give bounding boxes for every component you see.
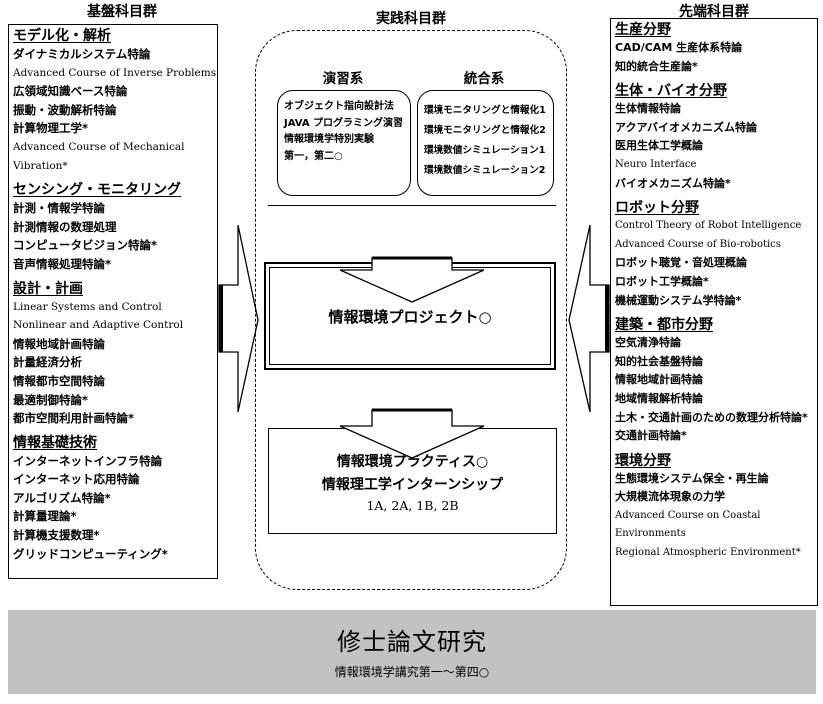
project-title: 情報環境プロジェクト○ [328, 308, 492, 326]
course-item: オブジェクト指向設計法 [284, 101, 394, 112]
course-item: インターネット応用特論 [13, 472, 140, 487]
course-item: 計測・情報学特論 [13, 201, 105, 216]
course-item: 環境モニタリングと情報化2 [424, 125, 546, 136]
course-item: 交通計画特論* [615, 429, 687, 443]
course-item: 情報都市空間特論 [13, 373, 105, 388]
course-item: バイオメカニズム特論* [615, 176, 731, 190]
course-group: モデル化・解析ダイナミカルシステム特論 Advanced Course of In… [13, 27, 217, 175]
course-item: 生態環境システム保全・再生論 [615, 471, 769, 485]
course-item: 医用生体工学概論 [615, 139, 703, 153]
thesis-bar: 修士論文研究 情報環境学講究第一～第四○ [8, 610, 816, 694]
center-column-title: 実践科目群 [376, 11, 446, 27]
course-group: 情報基礎技術インターネットインフラ特論インターネット応用特論アルゴリズム特論* 計… [13, 434, 217, 564]
course-item: 環境数値シミュレーション1 [424, 145, 546, 156]
course-group-title: 建築・都市分野 [615, 317, 713, 334]
course-item: ロボット聴覚・音処理概論 [615, 256, 747, 270]
practice-courses-frame [255, 30, 567, 590]
course-item: インターネットインフラ特論 [13, 453, 163, 468]
practice-upper-box [268, 36, 556, 206]
course-item: 地域情報解析特論 [615, 391, 703, 405]
integration-title: 統合系 [463, 71, 505, 87]
course-item: Linear Systems and Control [13, 300, 162, 313]
course-item: JAVA プログラミング演習 [284, 117, 404, 129]
course-item: 知的社会基盤特論 [615, 354, 703, 368]
course-item: 情報地域計画特論 [13, 336, 105, 351]
course-item: 計算物理工学* [13, 121, 89, 136]
course-item: 環境モニタリングと情報化1 [424, 105, 546, 116]
course-item: コンピュータビジョン特論* [13, 238, 158, 253]
course-group-title: モデル化・解析 [13, 28, 111, 44]
exercise-courses-box: オブジェクト指向設計法 JAVA プログラミング演習情報環境学特別実験第一，第二○ [277, 90, 411, 196]
course-item: 機械運動システム学特論* [615, 293, 742, 307]
course-item: 知的統合生産論* [615, 59, 698, 73]
course-item: アルゴリズム特論* [13, 490, 111, 505]
left-column-title: 基盤科目群 [87, 4, 157, 20]
course-item: 大規模流体現象の力学 [615, 490, 725, 504]
thesis-title: 修士論文研究 [337, 628, 487, 656]
course-item: 計測情報の数理処理 [13, 219, 117, 234]
course-group: 生産分野 CAD/CAM 生産体系特論知的統合生産論* [615, 21, 817, 76]
course-item: 空気清浄特論 [615, 336, 681, 350]
course-item: Advanced Course of Inverse Problems [13, 66, 217, 79]
thesis-subtitle: 情報環境学講究第一～第四○ [334, 665, 490, 679]
course-item: Regional Atmospheric Environment* [615, 547, 801, 559]
course-item: Control Theory of Robot Intelligence [615, 220, 802, 232]
exercise-title: 演習系 [322, 71, 364, 87]
course-item: 生体情報特論 [615, 102, 681, 116]
course-item: 情報地域計画特論 [615, 373, 703, 387]
course-item: 計算量理論* [13, 509, 77, 524]
course-item: 土木・交通計画のための数理分析特論* [615, 410, 808, 424]
course-item: ダイナミカルシステム特論 [13, 47, 151, 61]
course-group-title: 設計・計画 [13, 280, 83, 297]
practice-line-2: 情報理工学インターンシップ [321, 477, 504, 493]
course-group: 環境分野生態環境システム保全・再生論大規模流体現象の力学 Advanced Cou… [615, 452, 817, 563]
project-box: 情報環境プロジェクト○ [264, 262, 556, 370]
course-group-title: センシング・モニタリング [13, 182, 181, 199]
course-group: センシング・モニタリング計測・情報学特論計測情報の数理処理コンピュータビジョン特… [13, 181, 217, 273]
course-item: Neuro Interface [615, 158, 697, 170]
foundation-groups: モデル化・解析ダイナミカルシステム特論 Advanced Course of In… [13, 27, 217, 563]
right-column-title: 先端科目群 [679, 4, 749, 20]
course-item: 広領域知識ベース特論 [13, 84, 128, 99]
course-item: 振動・波動解析特論 [13, 102, 117, 117]
advanced-courses-box: 生産分野 CAD/CAM 生産体系特論知的統合生産論* 生体・バイオ分野生体情報特論… [610, 18, 818, 606]
course-item: 第一，第二○ [284, 150, 343, 162]
course-group-title: 生産分野 [615, 22, 671, 38]
course-group: 生体・バイオ分野生体情報特論アクアバイオメカニズム特論医用生体工学概論 Neuro… [615, 82, 817, 193]
integration-courses-box: 環境モニタリングと情報化1 環境モニタリングと情報化2 環境数値シミュレーション1 環… [417, 90, 554, 196]
course-group: 建築・都市分野空気清浄特論知的社会基盤特論情報地域計画特論地域情報解析特論土木・… [615, 316, 817, 446]
foundation-courses-box: モデル化・解析ダイナミカルシステム特論 Advanced Course of In… [8, 24, 218, 579]
advanced-groups: 生産分野 CAD/CAM 生産体系特論知的統合生産論* 生体・バイオ分野生体情報特論… [615, 21, 817, 563]
course-item: Advanced Course on Coastal Environments [615, 509, 761, 540]
course-item: Advanced Course of Bio-robotics [615, 238, 781, 250]
course-item: ロボット工学概論* [615, 274, 709, 288]
course-item: 都市空間利用計画特論* [13, 411, 135, 426]
course-item: Advanced Course of Mechanical Vibration* [13, 140, 185, 172]
course-item: CAD/CAM 生産体系特論 [615, 41, 743, 54]
course-item: 最適制御特論* [13, 392, 89, 407]
course-group-title: 環境分野 [615, 452, 671, 469]
course-item: 計量経済分析 [13, 355, 82, 370]
course-group-title: 情報基礎技術 [13, 434, 97, 451]
practice-line-1: 情報環境プラクティス○ [336, 454, 489, 470]
course-item: 計算機支援数理* [13, 528, 100, 543]
course-group-title: 生体・バイオ分野 [615, 83, 727, 100]
course-item: アクアバイオメカニズム特論 [615, 120, 758, 134]
integration-courses-list: 環境モニタリングと情報化1 環境モニタリングと情報化2 環境数値シミュレーション1 環… [424, 101, 547, 181]
course-item: 情報環境学特別実験 [284, 134, 374, 145]
course-item: グリッドコンピューティング* [13, 546, 168, 561]
practice-line-3: 1A, 2A, 1B, 2B [366, 498, 459, 513]
course-group-title: ロボット分野 [615, 200, 699, 217]
course-item: Nonlinear and Adaptive Control [13, 319, 184, 332]
course-item: 環境数値シミュレーション2 [424, 165, 546, 176]
course-group: ロボット分野 Control Theory of Robot Intelligen… [615, 199, 817, 310]
exercise-courses-list: オブジェクト指向設計法 JAVA プログラミング演習情報環境学特別実験第一，第二○ [284, 99, 404, 165]
course-item: 音声情報処理特論* [13, 256, 112, 271]
